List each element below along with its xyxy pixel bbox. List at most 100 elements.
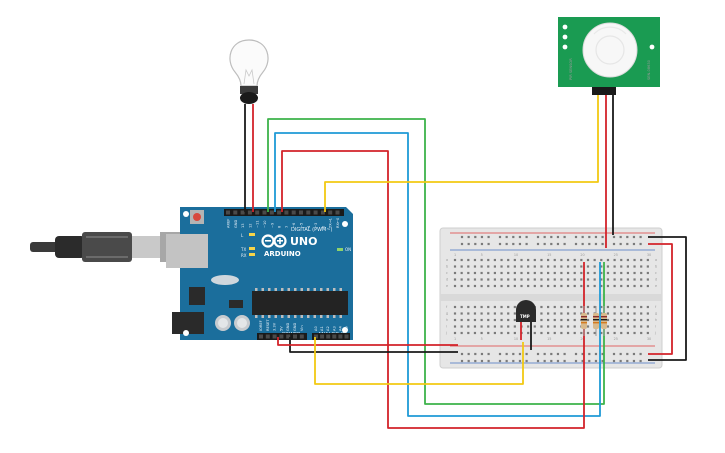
breadboard-hole[interactable]: [493, 258, 496, 262]
breadboard-hole[interactable]: [460, 318, 463, 322]
breadboard-hole[interactable]: [633, 278, 636, 281]
breadboard-hole[interactable]: [556, 359, 560, 363]
breadboard-hole[interactable]: [480, 318, 483, 322]
breadboard-hole[interactable]: [473, 284, 477, 288]
header-hole[interactable]: [335, 210, 340, 215]
breadboard-hole[interactable]: [646, 318, 649, 322]
breadboard-hole[interactable]: [467, 325, 470, 328]
breadboard-hole[interactable]: [453, 305, 457, 309]
header-hole[interactable]: [293, 334, 297, 339]
breadboard-hole[interactable]: [600, 312, 603, 315]
breadboard-hole[interactable]: [640, 325, 643, 328]
breadboard-hole[interactable]: [480, 235, 484, 239]
breadboard-hole[interactable]: [547, 325, 550, 328]
breadboard-hole[interactable]: [613, 284, 616, 288]
breadboard-hole[interactable]: [480, 305, 483, 309]
breadboard-hole[interactable]: [560, 318, 563, 322]
breadboard-hole[interactable]: [474, 242, 477, 246]
header-hole[interactable]: [247, 210, 252, 215]
breadboard-hole[interactable]: [550, 242, 553, 246]
breadboard-hole[interactable]: [540, 331, 543, 335]
breadboard-hole[interactable]: [606, 271, 610, 275]
breadboard-hole[interactable]: [560, 258, 563, 262]
breadboard-hole[interactable]: [594, 242, 598, 246]
breadboard-hole[interactable]: [527, 265, 530, 268]
breadboard-hole[interactable]: [453, 312, 457, 315]
breadboard-hole[interactable]: [626, 318, 629, 322]
breadboard-hole[interactable]: [606, 312, 610, 315]
breadboard-hole[interactable]: [553, 305, 556, 309]
breadboard-hole[interactable]: [480, 312, 483, 315]
breadboard-hole[interactable]: [560, 265, 563, 268]
breadboard-hole[interactable]: [613, 312, 616, 315]
breadboard-hole[interactable]: [547, 312, 550, 315]
breadboard-hole[interactable]: [533, 258, 536, 262]
breadboard-hole[interactable]: [646, 305, 649, 309]
wire-red-right-rail[interactable]: [648, 243, 673, 355]
breadboard-hole[interactable]: [533, 331, 536, 335]
breadboard-hole[interactable]: [646, 284, 649, 288]
breadboard-hole[interactable]: [543, 352, 546, 356]
breadboard-hole[interactable]: [460, 265, 463, 268]
breadboard-hole[interactable]: [619, 359, 622, 363]
breadboard-hole[interactable]: [500, 318, 503, 322]
breadboard-hole[interactable]: [560, 312, 563, 315]
breadboard-hole[interactable]: [512, 235, 515, 239]
breadboard-hole[interactable]: [513, 284, 516, 288]
breadboard-hole[interactable]: [540, 265, 543, 268]
breadboard-hole[interactable]: [563, 352, 566, 356]
breadboard-hole[interactable]: [593, 305, 596, 309]
breadboard-hole[interactable]: [594, 359, 598, 363]
breadboard-hole[interactable]: [633, 325, 636, 328]
breadboard-hole[interactable]: [640, 284, 643, 288]
header-hole[interactable]: [338, 334, 343, 339]
breadboard-hole[interactable]: [453, 318, 457, 322]
breadboard-hole[interactable]: [547, 284, 550, 288]
breadboard-hole[interactable]: [593, 278, 596, 281]
breadboard-hole[interactable]: [626, 352, 629, 356]
breadboard-hole[interactable]: [566, 312, 570, 315]
breadboard-hole[interactable]: [586, 331, 590, 335]
breadboard-hole[interactable]: [453, 278, 457, 281]
breadboard-hole[interactable]: [606, 318, 610, 322]
breadboard-hole[interactable]: [536, 235, 540, 239]
breadboard-hole[interactable]: [474, 235, 477, 239]
breadboard-hole[interactable]: [543, 242, 546, 246]
breadboard-hole[interactable]: [525, 359, 528, 363]
breadboard-hole[interactable]: [498, 242, 502, 246]
breadboard-hole[interactable]: [493, 331, 496, 335]
wire-black-right-rail[interactable]: [648, 236, 687, 361]
breadboard-hole[interactable]: [580, 271, 583, 275]
breadboard-hole[interactable]: [553, 284, 556, 288]
breadboard-hole[interactable]: [566, 305, 570, 309]
breadboard-hole[interactable]: [560, 284, 563, 288]
breadboard-hole[interactable]: [563, 235, 566, 239]
breadboard-hole[interactable]: [613, 325, 616, 328]
breadboard-hole[interactable]: [473, 271, 477, 275]
breadboard-hole[interactable]: [620, 312, 623, 315]
breadboard-hole[interactable]: [467, 271, 470, 275]
breadboard-hole[interactable]: [500, 258, 503, 262]
breadboard-hole[interactable]: [540, 325, 543, 328]
breadboard-hole[interactable]: [612, 235, 616, 239]
resistor-2[interactable]: [593, 306, 599, 336]
breadboard-hole[interactable]: [601, 352, 604, 356]
breadboard-hole[interactable]: [640, 305, 643, 309]
breadboard-hole[interactable]: [640, 271, 643, 275]
breadboard-hole[interactable]: [626, 271, 629, 275]
breadboard-hole[interactable]: [646, 331, 649, 335]
breadboard-hole[interactable]: [560, 305, 563, 309]
breadboard-hole[interactable]: [556, 352, 560, 356]
breadboard-hole[interactable]: [547, 331, 550, 335]
breadboard-hole[interactable]: [594, 352, 598, 356]
header-hole[interactable]: [272, 334, 277, 339]
breadboard-hole[interactable]: [553, 278, 556, 281]
breadboard-hole[interactable]: [620, 265, 623, 268]
usb-cable[interactable]: [30, 232, 184, 262]
breadboard-hole[interactable]: [606, 325, 610, 328]
breadboard-hole[interactable]: [507, 318, 510, 322]
breadboard-hole[interactable]: [573, 312, 576, 315]
breadboard-hole[interactable]: [525, 242, 528, 246]
resistor-1[interactable]: [581, 306, 587, 336]
breadboard-hole[interactable]: [480, 271, 483, 275]
